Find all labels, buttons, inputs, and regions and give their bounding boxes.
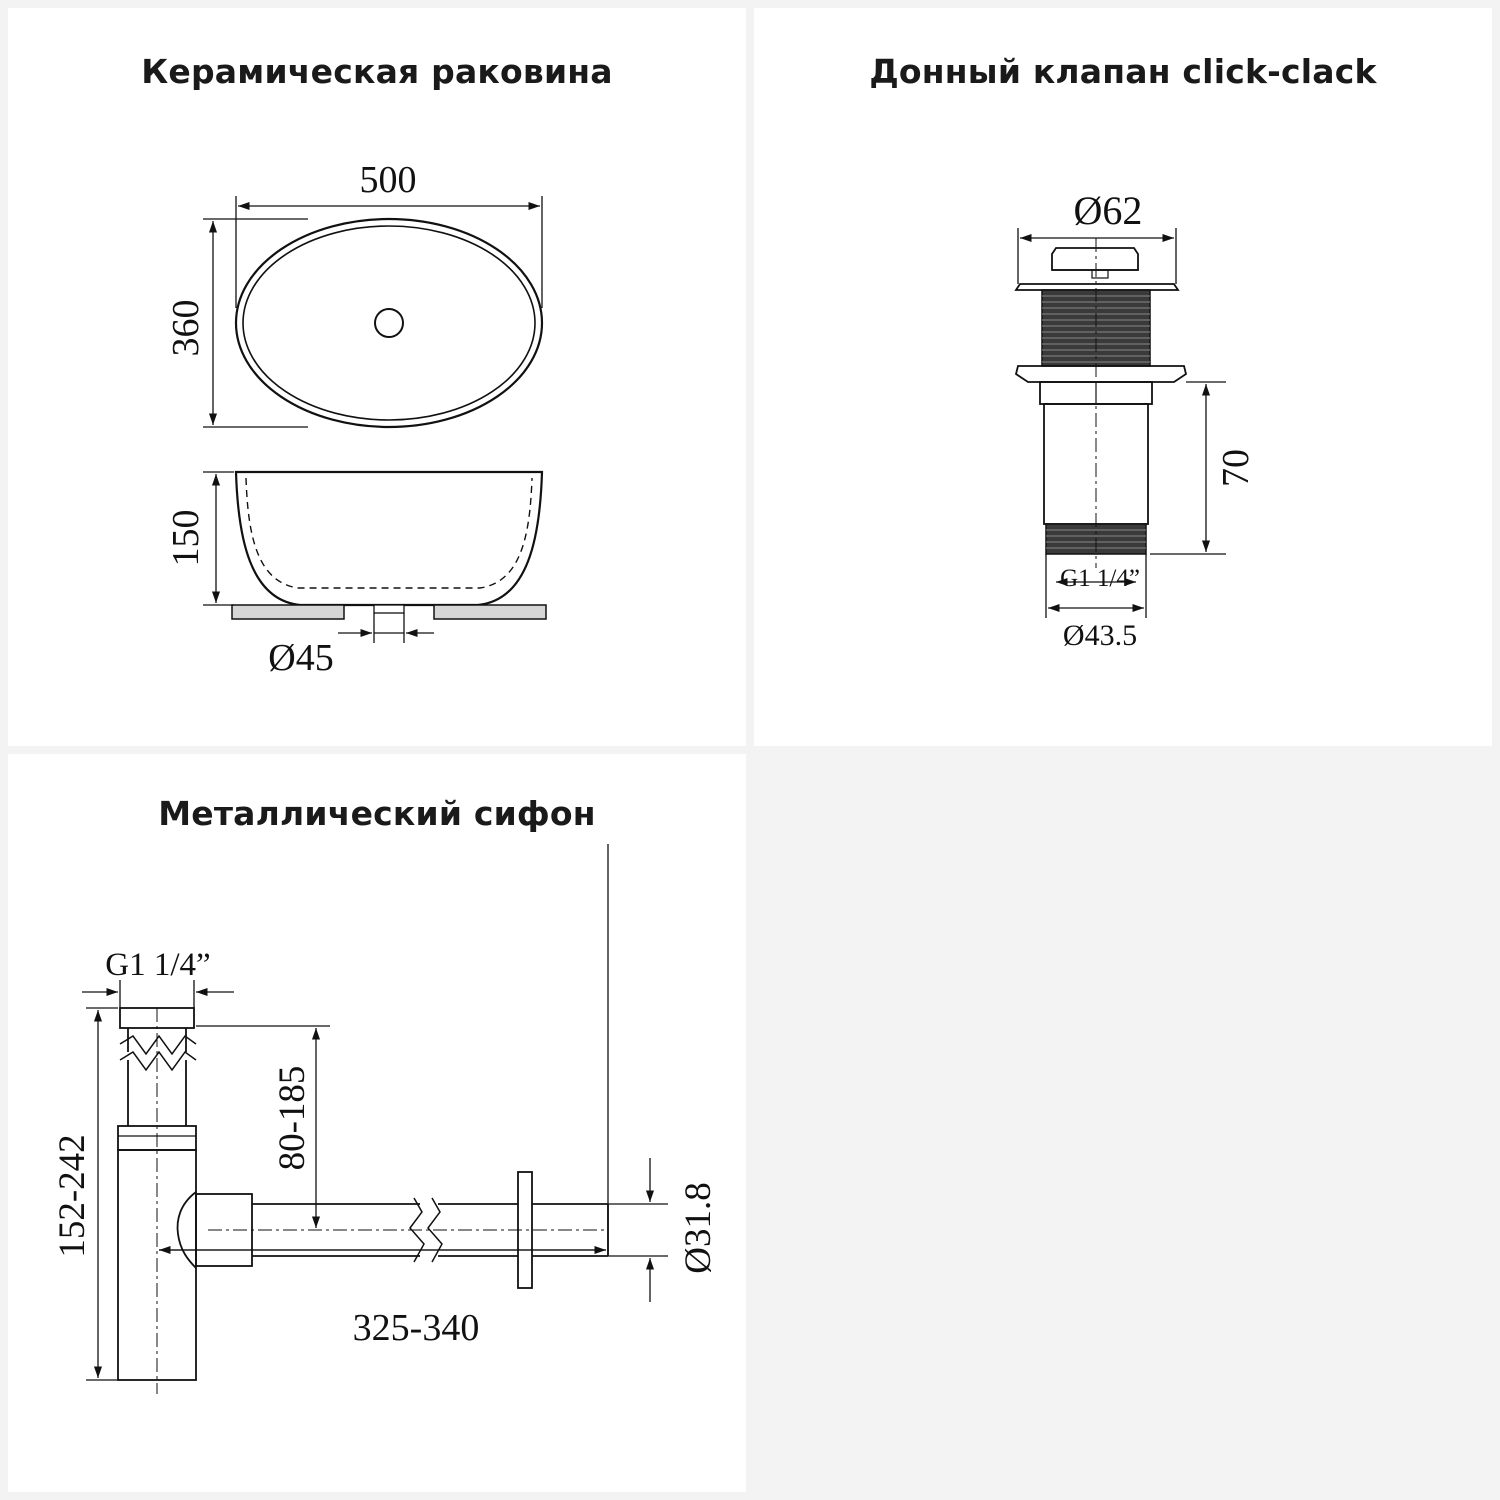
valve-cap-label: Ø62 [1074,188,1143,233]
sink-panel: Керамическая раковина 500 360 [8,8,746,746]
sink-side-view [203,470,547,643]
siphon-title: Металлический сифон [158,794,596,833]
siphon-thread-label: G1 1/4” [105,947,210,983]
valve-drawing: Ø62 70 G1 1/4” Ø43.5 [1014,188,1257,652]
sink-height-label: 150 [165,510,207,567]
sink-depth-label: 360 [165,300,207,357]
siphon-body [117,1007,609,1394]
valve-thread-label: G1 1/4” [1060,565,1140,592]
valve-panel: Донный клапан click-clack [754,8,1492,746]
siphon-inlet-label: 80-185 [272,1066,313,1171]
siphon-length-label: 325-340 [353,1307,480,1349]
siphon-drawing: G1 1/4” 80-185 152-242 Ø31.8 325-340 [52,844,719,1394]
sink-title: Керамическая раковина [141,52,613,91]
valve-body [1014,238,1188,568]
siphon-panel: Металлический сифон [8,754,746,1492]
sink-drain-label: Ø45 [268,637,333,679]
valve-length-label: 70 [1215,449,1257,487]
sink-width-label: 500 [360,159,417,201]
valve-dimensions [1017,228,1226,618]
empty-panel [754,754,1492,1492]
siphon-dimensions [82,844,668,1381]
siphon-height-label: 152-242 [52,1134,93,1257]
sink-top-view [203,196,544,429]
sink-drawing: 500 360 150 Ø45 [165,159,547,679]
siphon-outlet-label: Ø31.8 [678,1182,719,1273]
valve-body-label: Ø43.5 [1063,619,1137,652]
valve-title: Донный клапан click-clack [869,52,1377,91]
